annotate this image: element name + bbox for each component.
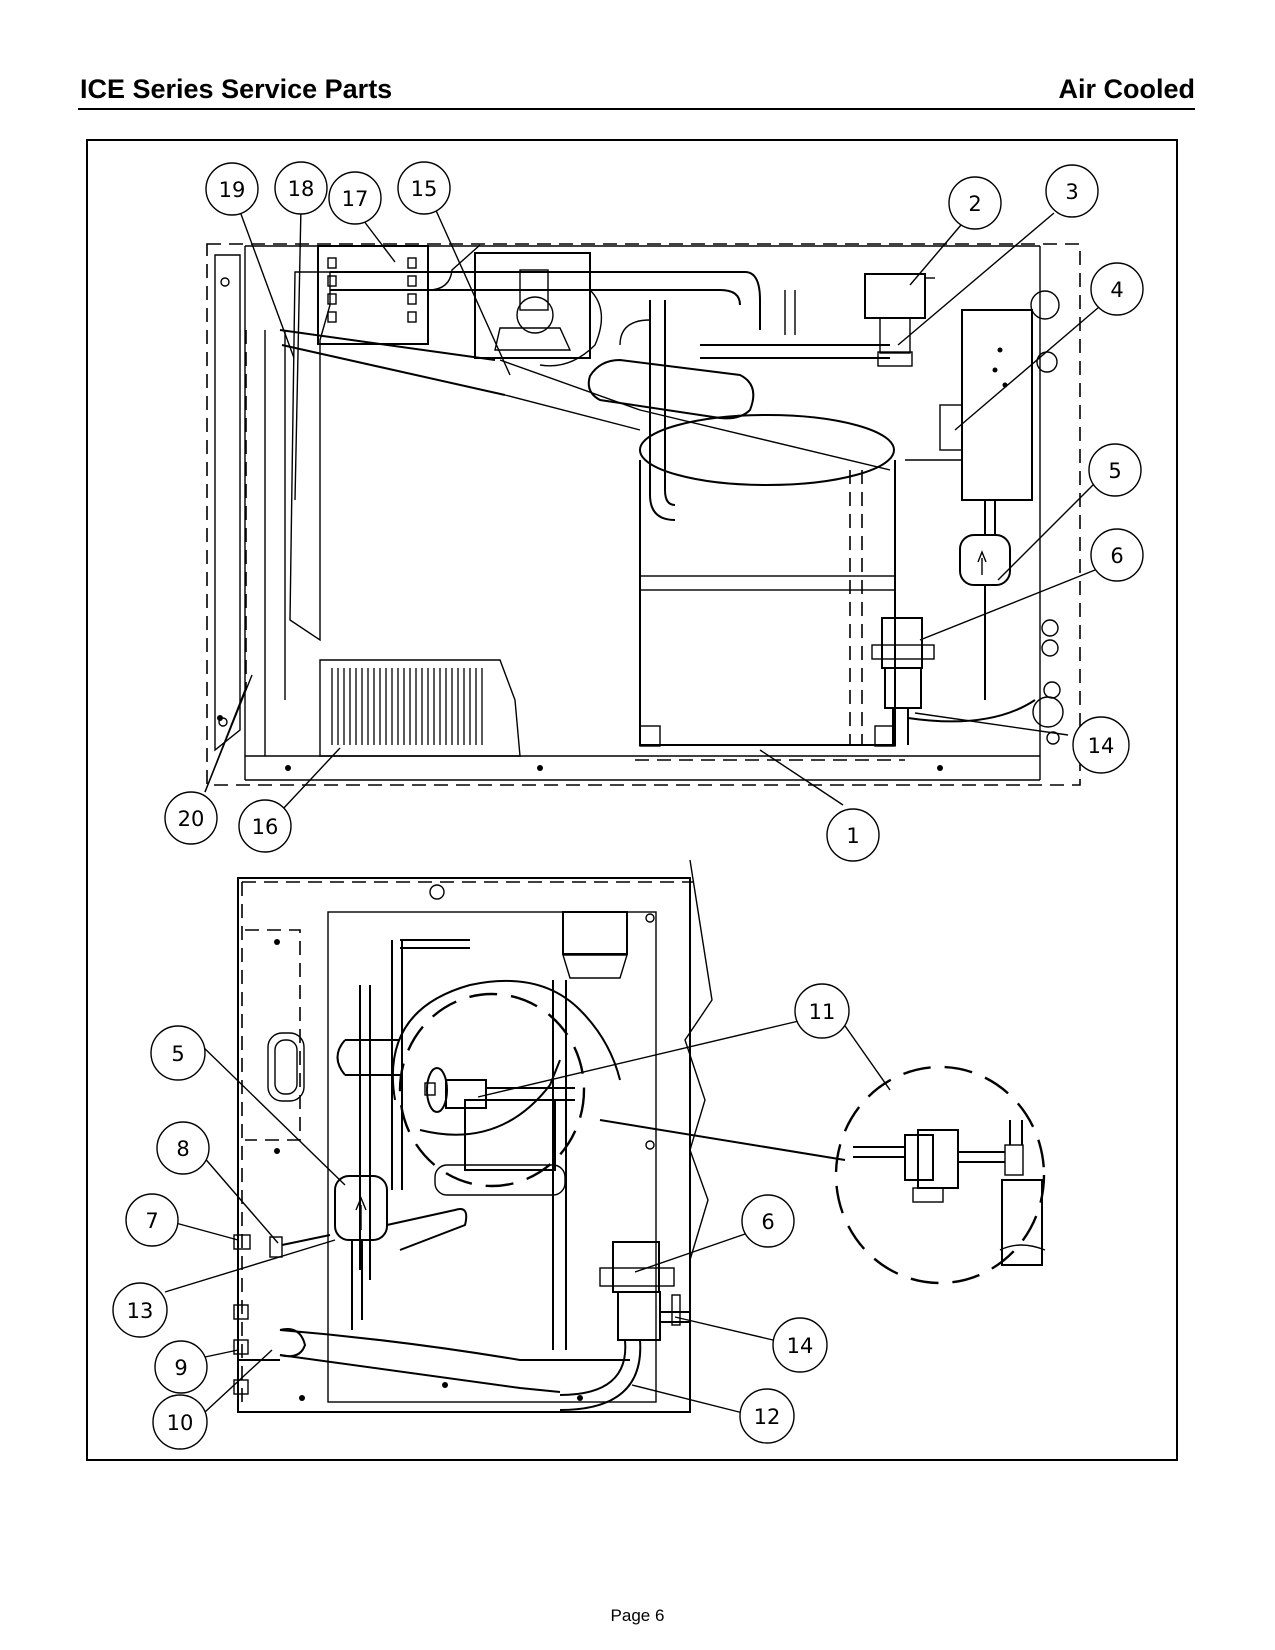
fan-motor [317, 244, 481, 345]
expansion-valve-detail [834, 1065, 1046, 1285]
svg-text:8: 8 [176, 1137, 189, 1161]
drawing-frame [86, 139, 1178, 1461]
page-title: ICE Series Service Parts [80, 74, 393, 104]
svg-text:18: 18 [288, 177, 315, 201]
callout-12: 12 [739, 1388, 795, 1444]
top-view-assembly [206, 243, 1081, 786]
filter-drier-top [959, 500, 1011, 700]
page-number: Page 6 [610, 1606, 665, 1625]
callout-20: 20 [164, 791, 218, 845]
callout-15: 15 [397, 161, 451, 215]
refrigerant-tubing [279, 271, 891, 521]
svg-text:14: 14 [787, 1334, 814, 1358]
callout-14-bottom: 14 [772, 1317, 828, 1373]
callout-7: 7 [125, 1193, 179, 1247]
callout-18: 18 [274, 161, 328, 215]
callout-5-top: 5 [1088, 443, 1142, 497]
svg-text:5: 5 [1108, 459, 1121, 483]
bottom-view-assembly [233, 859, 1046, 1413]
svg-text:10: 10 [167, 1411, 194, 1435]
callout-16: 16 [238, 799, 292, 853]
callout-11: 11 [794, 983, 850, 1039]
callout-10: 10 [152, 1394, 208, 1450]
svg-text:6: 6 [1110, 544, 1123, 568]
callout-13: 13 [112, 1282, 168, 1338]
svg-text:9: 9 [174, 1356, 187, 1380]
liquid-valve-bottom [559, 1241, 690, 1411]
callout-6-bottom: 6 [741, 1194, 795, 1248]
page-variant: Air Cooled [1058, 74, 1195, 104]
solenoid-valve-top [864, 273, 935, 367]
svg-text:7: 7 [145, 1209, 158, 1233]
callout-3: 3 [1045, 164, 1099, 218]
svg-text:2: 2 [968, 192, 981, 216]
svg-text:12: 12 [754, 1405, 781, 1429]
callout-5-bottom: 5 [150, 1025, 206, 1081]
filter-drier-bottom [334, 1150, 468, 1330]
svg-text:14: 14 [1088, 734, 1115, 758]
svg-text:4: 4 [1110, 278, 1123, 302]
svg-text:6: 6 [761, 1210, 774, 1234]
bottom-view-leaders [164, 1019, 891, 1414]
electrical-box [905, 290, 1060, 501]
liquid-valve-top [871, 617, 1064, 745]
callout-1: 1 [826, 808, 880, 862]
svg-text:17: 17 [342, 187, 369, 211]
svg-text:5: 5 [171, 1042, 184, 1066]
svg-text:15: 15 [411, 177, 438, 201]
callout-17: 17 [328, 171, 382, 225]
svg-text:3: 3 [1065, 180, 1078, 204]
header-rule [78, 108, 1195, 110]
svg-text:1: 1 [846, 824, 859, 848]
condenser-coil [319, 659, 521, 757]
callout-14-top: 14 [1072, 716, 1130, 774]
svg-text:13: 13 [127, 1299, 154, 1323]
callout-19: 19 [205, 162, 259, 216]
callout-9: 9 [154, 1340, 208, 1394]
expansion-valve [424, 1067, 575, 1113]
top-view-leaders [204, 205, 1100, 811]
callout-2: 2 [948, 176, 1002, 230]
svg-text:20: 20 [178, 807, 205, 831]
compressor [635, 414, 905, 761]
control-box [474, 252, 603, 367]
svg-text:11: 11 [809, 1000, 836, 1024]
callout-8: 8 [156, 1121, 210, 1175]
svg-text:19: 19 [219, 178, 246, 202]
callout-4: 4 [1090, 262, 1144, 316]
callout-6-top: 6 [1090, 528, 1144, 582]
svg-text:16: 16 [252, 815, 279, 839]
